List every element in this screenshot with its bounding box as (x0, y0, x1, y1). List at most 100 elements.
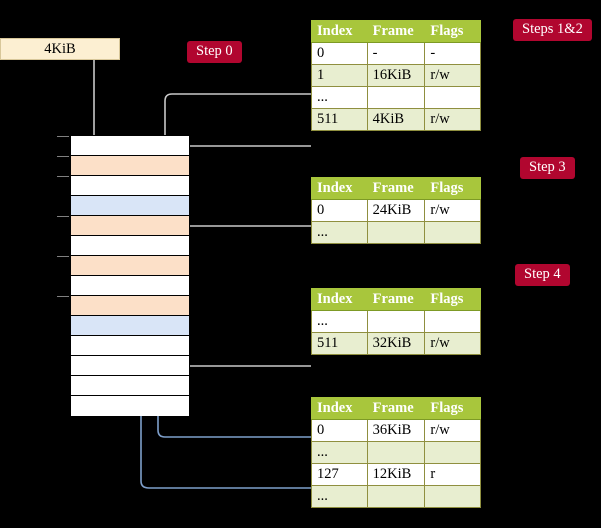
memory-frame (71, 216, 189, 236)
column-header-index: Index (311, 177, 368, 200)
entry-frame (366, 485, 426, 508)
memory-frame-tick (57, 256, 69, 257)
entry-frame: 36KiB (366, 419, 426, 442)
column-header-frame: Frame (366, 177, 426, 200)
table-row: ... (311, 86, 481, 109)
column-header-flags: Flags (424, 177, 481, 200)
entry-flags: r/w (424, 199, 481, 222)
badge-step-3: Step 3 (520, 157, 575, 179)
source-size-box: 4KiB (0, 38, 120, 60)
column-header-frame: Frame (366, 20, 426, 43)
table-row: ... (311, 485, 481, 508)
entry-index: 1 (311, 64, 368, 87)
wire-table1-511 (165, 145, 311, 157)
wire-step3 (178, 225, 311, 255)
badge-step-4: Step 4 (515, 264, 570, 286)
column-header-frame: Frame (366, 288, 426, 311)
entry-index: ... (311, 441, 368, 464)
entry-flags: r/w (424, 332, 481, 355)
entry-index: 0 (311, 199, 368, 222)
column-header-index: Index (311, 20, 368, 43)
badge-steps-1-2: Steps 1&2 (513, 19, 592, 41)
memory-frame-tick (57, 176, 69, 177)
memory-frame (71, 256, 189, 276)
memory-frame-tick (57, 296, 69, 297)
entry-flags: r/w (424, 64, 481, 87)
entry-flags (424, 485, 481, 508)
entry-flags: - (424, 42, 481, 65)
entry-flags (424, 86, 481, 109)
entry-index: ... (311, 485, 368, 508)
memory-frame (71, 316, 189, 336)
memory-frame-tick (57, 136, 69, 137)
memory-frame (71, 136, 189, 156)
wire-table4-row127 (139, 197, 311, 489)
entry-frame (366, 221, 426, 244)
entry-flags (424, 310, 481, 333)
entry-frame (366, 310, 426, 333)
memory-frame (71, 356, 189, 376)
column-header-flags: Flags (424, 20, 481, 43)
column-header-frame: Frame (366, 397, 426, 420)
memory-frame-tick (57, 216, 69, 217)
entry-flags (424, 221, 481, 244)
memory-frame (71, 236, 189, 256)
entry-frame: 24KiB (366, 199, 426, 222)
memory-frame (71, 376, 189, 396)
entry-index: ... (311, 86, 368, 109)
column-header-index: Index (311, 397, 368, 420)
entry-index: 511 (311, 108, 368, 131)
memory-frame (71, 156, 189, 176)
entry-frame: 4KiB (366, 108, 426, 131)
entry-index: 511 (311, 332, 368, 355)
entry-frame (366, 441, 426, 464)
memory-frame (71, 176, 189, 196)
entry-index: 127 (311, 463, 368, 486)
memory-frame (71, 336, 189, 356)
column-header-index: Index (311, 288, 368, 311)
entry-index: ... (311, 221, 368, 244)
wire-steps12 (163, 93, 311, 255)
wire-table4-row0 (156, 329, 311, 438)
entry-flags: r/w (424, 108, 481, 131)
entry-index: 0 (311, 419, 368, 442)
physical-memory-column (57, 135, 190, 416)
entry-frame: 12KiB (366, 463, 426, 486)
memory-frame (71, 196, 189, 216)
source-size-label: 4KiB (44, 40, 76, 57)
entry-frame: 16KiB (366, 64, 426, 87)
entry-flags: r (424, 463, 481, 486)
entry-index: ... (311, 310, 368, 333)
entry-frame (366, 86, 426, 109)
entry-frame: 32KiB (366, 332, 426, 355)
entry-flags: r/w (424, 419, 481, 442)
table-row: ... (311, 441, 481, 464)
memory-frame-tick (57, 156, 69, 157)
column-header-flags: Flags (424, 397, 481, 420)
table-row: 0-- (311, 42, 481, 65)
memory-frame (71, 296, 189, 316)
entry-index: 0 (311, 42, 368, 65)
entry-frame: - (366, 42, 426, 65)
memory-frame (71, 396, 189, 416)
badge-step-0: Step 0 (187, 41, 242, 63)
column-header-flags: Flags (424, 288, 481, 311)
table-row: ... (311, 310, 481, 333)
table-row: ... (311, 221, 481, 244)
entry-flags (424, 441, 481, 464)
memory-frame (71, 276, 189, 296)
